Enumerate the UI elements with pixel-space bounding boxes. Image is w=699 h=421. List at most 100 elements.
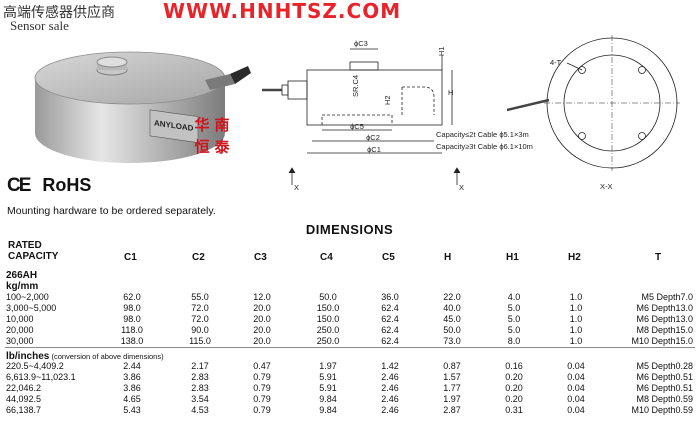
value-cell-h2: 1.0 xyxy=(569,303,583,313)
capacity-cell: 100~2,000 xyxy=(6,292,49,302)
thread-cell: M5 Depth0.28 xyxy=(636,361,693,371)
value-cell-c2: 2.17 xyxy=(191,361,209,371)
value-cell-c2: 72.0 xyxy=(191,303,209,313)
thread-cell: M10 Depth15.0 xyxy=(631,336,693,346)
value-cell-c5: 62.4 xyxy=(381,336,399,346)
capacity-cell: 3,000~5,000 xyxy=(6,303,57,313)
capacity-cell: 6,613.9~11,023.1 xyxy=(6,372,76,382)
value-cell-h2: 0.04 xyxy=(567,383,585,393)
column-header-t: T xyxy=(655,252,662,263)
t-label: 4-T xyxy=(550,58,562,67)
load-cell-photo: ANYLOAD xyxy=(34,51,251,163)
column-header-h: H xyxy=(444,252,452,263)
thread-cell: M6 Depth0.51 xyxy=(636,372,693,382)
dimension-drawing: ϕC3 H1 SR.C4 H2 H ϕC5 ϕC2 ϕC1 X X Capaci… xyxy=(262,35,680,192)
c3-label: ϕC3 xyxy=(354,39,368,48)
value-cell-h: 2.87 xyxy=(443,405,461,415)
value-cell-h2: 1.0 xyxy=(569,336,583,346)
value-cell-h2: 0.04 xyxy=(567,405,585,415)
imperial-note: (conversion of above dimensions) xyxy=(49,352,164,361)
value-cell-h1: 5.0 xyxy=(507,314,521,324)
c2-label: ϕC2 xyxy=(366,133,380,142)
thread-cell: M5 Depth7.0 xyxy=(641,292,693,302)
value-cell-c3: 0.79 xyxy=(253,372,271,382)
value-cell-c4: 50.0 xyxy=(319,292,337,302)
mount-hole xyxy=(638,66,646,74)
stamp-char: 泰 xyxy=(214,138,230,156)
capacity-cell: 20,000 xyxy=(6,325,34,335)
ce-mark-icon: CE xyxy=(7,175,31,196)
value-cell-c5: 62.4 xyxy=(381,303,399,313)
value-cell-h1: 0.31 xyxy=(505,405,523,415)
value-cell-h: 40.0 xyxy=(443,303,461,313)
column-header-c2: C2 xyxy=(192,252,205,263)
value-cell-h1: 0.16 xyxy=(505,361,523,371)
thread-cell: M8 Depth15.0 xyxy=(636,325,693,335)
capacity-cell: 22,046.2 xyxy=(6,383,42,393)
value-cell-c4: 250.0 xyxy=(316,336,340,346)
value-cell-c3: 0.47 xyxy=(253,361,271,371)
value-cell-c3: 12.0 xyxy=(253,292,271,302)
column-header-h1: H1 xyxy=(506,252,519,263)
cable-spec-small: Capacity≤2t Cable ϕ5.1×3m xyxy=(436,130,529,139)
value-cell-c1: 138.0 xyxy=(120,336,144,346)
dimensions-title: DIMENSIONS xyxy=(305,222,394,237)
value-cell-c5: 2.46 xyxy=(381,383,399,393)
h-label: H xyxy=(448,88,453,97)
value-cell-h: 1.77 xyxy=(443,383,461,393)
column-header-c3: C3 xyxy=(254,252,267,263)
chinese-title: 高端传感器供应商 xyxy=(3,5,115,21)
table-divider xyxy=(5,347,695,348)
value-cell-c4: 5.91 xyxy=(319,372,337,382)
value-cell-c2: 90.0 xyxy=(191,325,209,335)
value-cell-c2: 72.0 xyxy=(191,314,209,324)
value-cell-h1: 0.20 xyxy=(505,394,523,404)
value-cell-c4: 1.97 xyxy=(319,361,337,371)
website-url[interactable]: WWW.HNHTSZ.COM xyxy=(163,0,402,23)
section-xx: X-X xyxy=(600,182,613,191)
mounting-note: Mounting hardware to be ordered separate… xyxy=(7,205,216,217)
value-cell-c1: 3.86 xyxy=(123,372,141,382)
value-cell-h: 45.0 xyxy=(443,314,461,324)
cable-spec-large: Capacity≥3t Cable ϕ6.1×10m xyxy=(436,142,533,151)
value-cell-c1: 2.44 xyxy=(123,361,141,371)
value-cell-h: 0.87 xyxy=(443,361,461,371)
column-header-c4: C4 xyxy=(320,252,333,263)
value-cell-c3: 20.0 xyxy=(253,325,271,335)
sr-label: SR.C4 xyxy=(351,75,360,97)
column-header-h2: H2 xyxy=(568,252,581,263)
value-cell-h2: 1.0 xyxy=(569,325,583,335)
value-cell-h1: 8.0 xyxy=(507,336,521,346)
value-cell-c3: 20.0 xyxy=(253,336,271,346)
value-cell-c5: 62.4 xyxy=(381,314,399,324)
column-header-c1: C1 xyxy=(124,252,137,263)
h2-label: H2 xyxy=(383,95,392,105)
value-cell-h: 22.0 xyxy=(443,292,461,302)
value-cell-c2: 2.83 xyxy=(191,372,209,382)
value-cell-c2: 4.53 xyxy=(191,405,209,415)
thread-cell: M6 Depth13.0 xyxy=(636,303,693,313)
capacity-cell: 220.5~4,409.2 xyxy=(6,361,64,371)
value-cell-c1: 4.65 xyxy=(123,394,141,404)
thread-cell: M6 Depth0.51 xyxy=(636,383,693,393)
value-cell-c2: 2.83 xyxy=(191,383,209,393)
c1-label: ϕC1 xyxy=(367,145,381,154)
capacity-cell: 44,092.5 xyxy=(6,394,42,404)
section-x-right: X xyxy=(459,183,464,192)
h1-label: H1 xyxy=(437,46,446,56)
value-cell-c3: 0.79 xyxy=(253,383,271,393)
metric-unit-label: kg/mm xyxy=(6,281,39,292)
value-cell-c1: 5.43 xyxy=(123,405,141,415)
value-cell-c3: 0.79 xyxy=(253,405,271,415)
value-cell-c2: 55.0 xyxy=(191,292,209,302)
stamp-char: 恒 xyxy=(194,138,210,156)
value-cell-c2: 115.0 xyxy=(189,336,211,346)
capacity-cell: 30,000 xyxy=(6,336,34,346)
